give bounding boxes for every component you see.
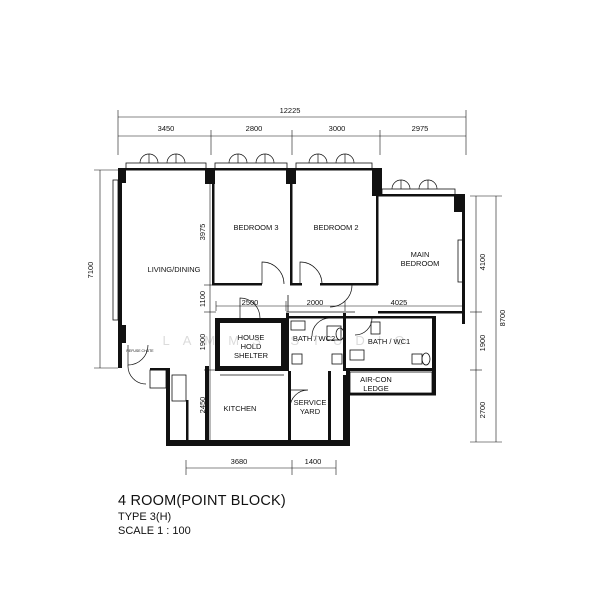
dim-corr-3: 4025 xyxy=(391,298,408,307)
label-service-line1: SERVICE xyxy=(294,398,327,407)
right-dimensions: 8700 4100 1900 2700 xyxy=(470,195,507,443)
dim-bottom-1: 3680 xyxy=(231,457,248,466)
dim-corridor: 1100 xyxy=(198,291,207,307)
dim-right-2: 1900 xyxy=(478,335,487,352)
left-dimensions: 7100 3975 1100 1900 2450 xyxy=(86,169,216,445)
door-swings xyxy=(127,153,438,409)
label-main-bedroom-line2: BEDROOM xyxy=(401,259,440,268)
label-main-bedroom-line1: MAIN xyxy=(411,250,430,259)
dim-overall-width: 12225 xyxy=(280,106,301,115)
label-living-dining: LIVING/DINING xyxy=(148,265,201,274)
dim-top-3: 3000 xyxy=(329,124,346,133)
dim-corr-1: 2500 xyxy=(242,298,259,307)
label-refuse-chute: REFUSE CHUTE xyxy=(126,349,154,353)
label-bath-wc1: BATH / WC1 xyxy=(368,337,410,346)
dim-top-1: 3450 xyxy=(158,124,175,133)
dim-kitchen-depth: 2450 xyxy=(198,397,207,414)
label-kitchen: KITCHEN xyxy=(224,404,257,413)
plan-type: TYPE 3(H) xyxy=(118,511,172,523)
dim-bottom-2: 1400 xyxy=(305,457,322,466)
label-bedroom-3: BEDROOM 3 xyxy=(233,223,278,232)
dim-top-2: 2800 xyxy=(246,124,263,133)
label-service-line2: YARD xyxy=(300,407,321,416)
walls xyxy=(118,168,465,446)
fittings xyxy=(112,162,464,402)
dim-left-total: 7100 xyxy=(86,262,95,279)
corridor-dimensions: 2500 2000 4025 xyxy=(215,298,465,311)
dim-corr-2: 2000 xyxy=(307,298,324,307)
label-shelter-line2: HOLD xyxy=(241,342,262,351)
dim-shelter-depth: 1900 xyxy=(198,334,207,351)
label-bath-wc2: BATH / WC2 xyxy=(293,334,335,343)
dim-bed3-depth: 3975 xyxy=(198,224,207,241)
label-aircon-line1: AIR-CON xyxy=(360,375,392,384)
room-labels: BEDROOM 3 BEDROOM 2 MAIN BEDROOM LIVING/… xyxy=(126,223,439,416)
dim-right-total: 8700 xyxy=(498,310,507,327)
label-shelter-line3: SHELTER xyxy=(234,351,269,360)
label-bedroom-2: BEDROOM 2 xyxy=(313,223,358,232)
dim-right-1: 4100 xyxy=(478,254,487,271)
dim-top-4: 2975 xyxy=(412,124,429,133)
top-dimensions: 12225 3450 2800 3000 2975 xyxy=(117,106,467,155)
dim-right-3: 2700 xyxy=(478,402,487,419)
bottom-dimensions: 3680 1400 xyxy=(185,457,337,475)
watermark: LAMMS STUDIO xyxy=(163,333,418,348)
label-aircon-line2: LEDGE xyxy=(363,384,388,393)
plan-title: 4 ROOM(POINT BLOCK) xyxy=(118,493,286,509)
label-shelter-line1: HOUSE xyxy=(238,333,265,342)
plan-scale: SCALE 1 : 100 xyxy=(118,525,191,537)
svg-text:LAMMS STUDIO: LAMMS STUDIO xyxy=(163,333,418,348)
